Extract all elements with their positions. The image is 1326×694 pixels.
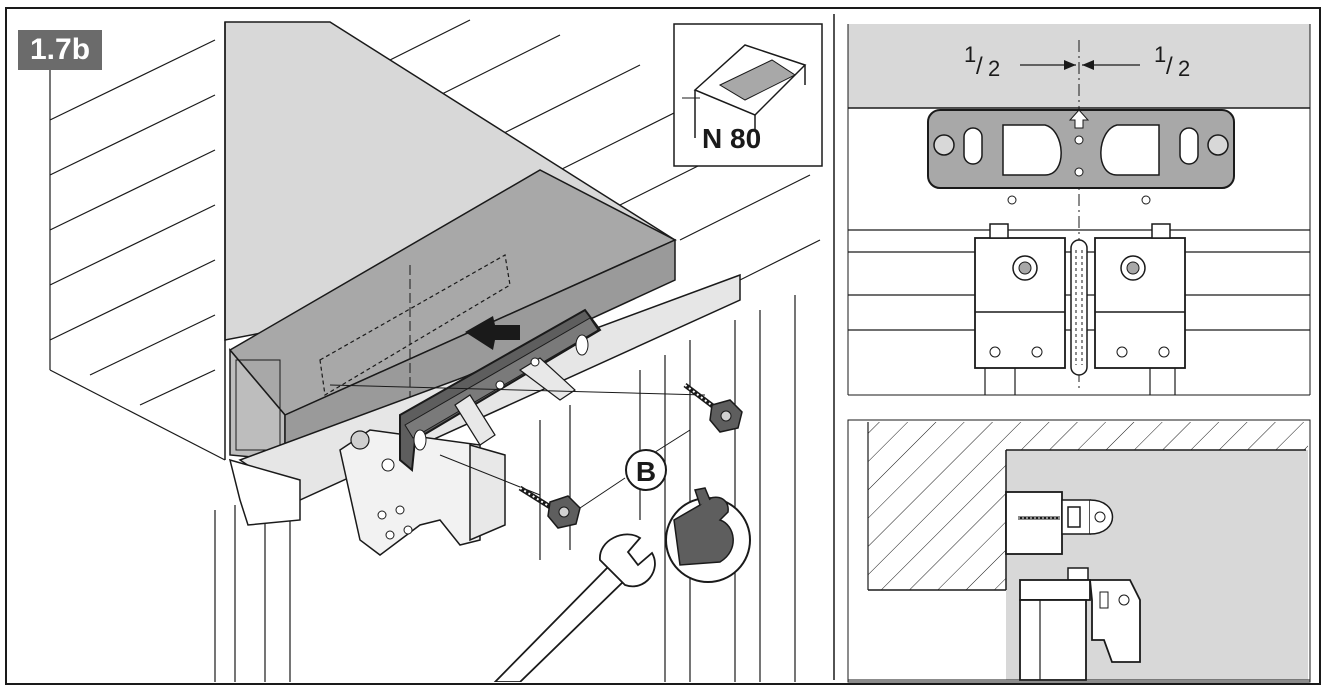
screw-lower [518, 485, 581, 529]
hinge-pin [1070, 239, 1088, 376]
callout-label: B [636, 456, 656, 487]
screw-upper [683, 383, 743, 433]
dimension-right-numerator: 1 [1154, 42, 1166, 67]
plate-position-outline [319, 254, 511, 396]
hinge-block-left [974, 223, 1066, 395]
reference-label: N 80 [702, 123, 761, 154]
dimension-left-slash: / [976, 53, 983, 80]
section-detail [847, 419, 1311, 683]
wrench-icon [493, 533, 656, 682]
step-number-badge: 1.7b [18, 30, 102, 70]
direction-arrow [465, 316, 520, 350]
callout-circle [625, 449, 667, 491]
wall-hatching [49, 19, 821, 406]
tighten-firmly-icon [665, 487, 751, 583]
reference-box [673, 23, 823, 167]
alignment-detail [847, 24, 1311, 396]
dimension-left-denominator: 2 [988, 56, 1000, 81]
outer-frame [5, 7, 1321, 685]
main-illustration [49, 19, 823, 682]
dimension-right-denominator: 2 [1178, 56, 1190, 81]
dimension-left-numerator: 1 [964, 42, 976, 67]
dimension-right-slash: / [1166, 53, 1173, 80]
hinge-block-right [1094, 223, 1186, 395]
